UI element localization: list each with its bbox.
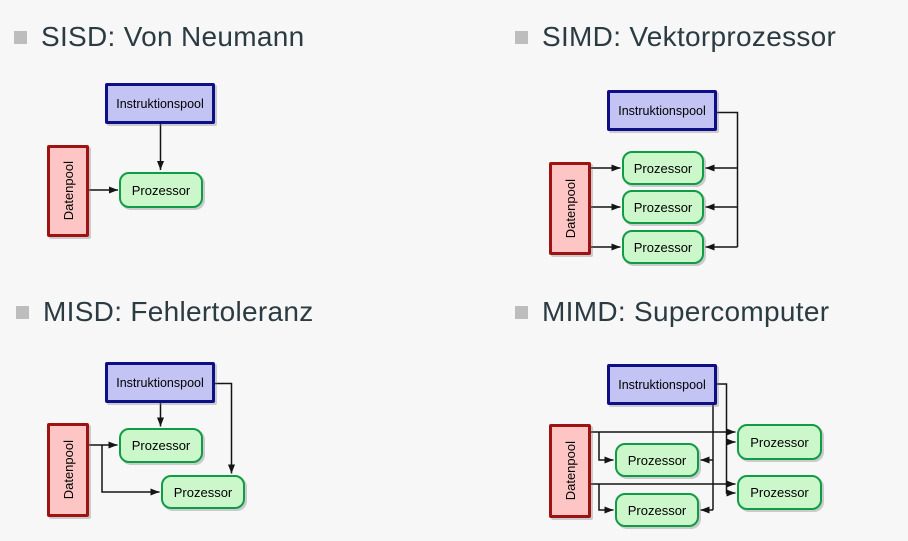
processor-label: Prozessor [750, 485, 809, 500]
processor-label: Prozessor [633, 239, 693, 255]
section-title-text: SIMD: Vektorprozessor [542, 21, 837, 52]
data-pool-box: Datenpool [549, 424, 591, 518]
instruction-pool-box: Instruktionspool [607, 90, 717, 131]
section-title-text: MIMD: Supercomputer [542, 296, 830, 327]
data-pool-label: Datenpool [562, 441, 578, 501]
instruction-pool-label: Instruktionspool [116, 96, 204, 111]
processor-label: Prozessor [627, 452, 687, 468]
instruction-pool-box: Instruktionspool [105, 83, 215, 124]
data-pool-box: Datenpool [47, 145, 89, 237]
instruction-pool-box: Instruktionspool [105, 362, 215, 403]
processor-label: Prozessor [633, 160, 693, 176]
instruction-pool-box: Instruktionspool [607, 364, 717, 405]
data-pool-label: Datenpool [60, 161, 76, 221]
processor-box: Prozessor [119, 172, 203, 208]
section-title-text: MISD: Fehlertoleranz [43, 296, 314, 327]
section-title-sisd: SISD: Von Neumann [14, 21, 304, 53]
processor-box: Prozessor [737, 475, 822, 510]
processor-label: Prozessor [750, 434, 809, 450]
processor-box: Prozessor [622, 190, 704, 224]
section-title-misd: MISD: Fehlertoleranz [16, 296, 314, 328]
bullet-square-icon [14, 30, 27, 44]
data-pool-label: Datenpool [562, 178, 578, 239]
bullet-square-icon [515, 30, 528, 44]
processor-box: Prozessor [119, 428, 203, 463]
processor-label: Prozessor [633, 199, 693, 215]
processor-label: Prozessor [173, 484, 233, 500]
processor-box: Prozessor [615, 493, 699, 527]
instruction-pool-label: Instruktionspool [116, 375, 204, 390]
data-pool-box: Datenpool [549, 162, 591, 255]
section-title-text: SISD: Von Neumann [41, 21, 305, 52]
processor-box: Prozessor [615, 443, 699, 477]
section-title-mimd: MIMD: Supercomputer [515, 296, 829, 328]
data-pool-label: Datenpool [60, 440, 76, 500]
instruction-pool-label: Instruktionspool [618, 103, 706, 118]
processor-box: Prozessor [737, 424, 822, 460]
processor-box: Prozessor [622, 230, 704, 264]
processor-label: Prozessor [627, 502, 687, 518]
bullet-square-icon [16, 305, 29, 319]
processor-label: Prozessor [131, 438, 191, 453]
data-pool-box: Datenpool [47, 423, 89, 517]
processor-box: Prozessor [622, 151, 704, 185]
section-title-simd: SIMD: Vektorprozessor [515, 21, 836, 53]
instruction-pool-label: Instruktionspool [618, 377, 706, 392]
bullet-square-icon [515, 305, 528, 319]
processor-box: Prozessor [161, 475, 245, 509]
processor-label: Prozessor [131, 182, 191, 198]
